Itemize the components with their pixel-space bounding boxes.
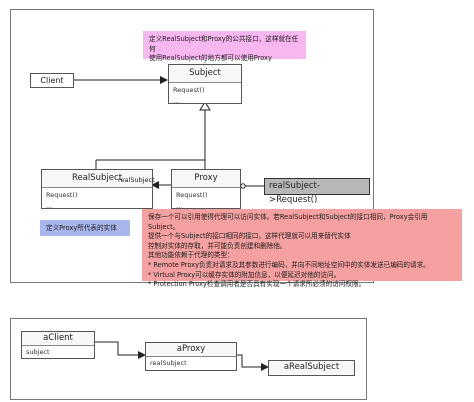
realsubject-more: ... xyxy=(46,202,53,210)
realsubject-class[interactable]: RealSubject Request() ... xyxy=(41,169,153,210)
request-code-note: realSubject->Request() xyxy=(264,178,370,205)
proxy-note-line-6: * Virtual Proxy可以缓存实体的附加信息，以便延迟对他的访问。 xyxy=(148,270,341,279)
proxy-note: 保存一个可以引用使得代理可以访问实体。若RealSubject和Subject的… xyxy=(142,209,462,288)
subject-note: 定义RealSubject和Proxy的公共接口，这样就在任何 使用RealSu… xyxy=(143,31,306,62)
realsubject-class-name: RealSubject xyxy=(42,170,152,188)
aproxy-object[interactable]: aProxy realSubject xyxy=(145,342,237,371)
arealsubject-object[interactable]: aRealSubject xyxy=(268,360,355,376)
proxy-note-line-2: 提供一个与Subject的接口相同的接口，这样代理就可以用来替代实体 xyxy=(148,232,351,241)
proxy-operation: Request() xyxy=(176,191,208,199)
proxy-class[interactable]: Proxy Request() ... xyxy=(171,169,241,210)
arealsubject-name: aRealSubject xyxy=(269,361,354,374)
aclient-attribute: subject xyxy=(26,348,50,356)
proxy-note-line-5: * Remote Proxy负责对请求及其参数进行编码，并向不同地址空间中的实体… xyxy=(148,260,430,269)
aclient-name: aClient xyxy=(22,332,94,346)
client-class[interactable]: Client xyxy=(30,73,74,88)
client-label: Client xyxy=(40,76,64,85)
subject-class[interactable]: Subject Request() ... xyxy=(168,64,242,105)
proxy-class-name: Proxy xyxy=(172,170,240,188)
subject-more: ... xyxy=(173,97,180,105)
aclient-object[interactable]: aClient subject xyxy=(21,331,95,359)
realsubject-operation: Request() xyxy=(46,191,78,199)
subject-note-line-1: 定义RealSubject和Proxy的公共接口，这样就在任何 xyxy=(149,35,299,53)
aproxy-name: aProxy xyxy=(146,343,236,357)
proxy-note-line-3: 控制对实体的存取，并可能负责创建和删除他。 xyxy=(148,241,287,250)
subject-operation: Request() xyxy=(173,86,205,94)
proxy-note-line-1: 保存一个可以引用使得代理可以访问实体。若RealSubject和Subject的… xyxy=(148,213,428,231)
subject-class-name: Subject xyxy=(169,65,241,83)
realsubject-note: 定义Proxy所代表的实体 xyxy=(40,220,130,236)
realsubject-association-label: realSubject xyxy=(118,176,155,184)
proxy-note-line-7: * Protection Proxy检查调用者是否具有实现一个请求所必须的访问权… xyxy=(148,280,366,289)
code-note-anchor xyxy=(240,183,246,189)
subject-note-line-2: 使用RealSubject的地方都可以使用Proxy xyxy=(149,54,272,63)
proxy-note-line-4: 其他功能依赖于代理的类型： xyxy=(148,251,234,260)
proxy-more: ... xyxy=(176,202,183,210)
aproxy-attribute: realSubject xyxy=(150,359,187,367)
